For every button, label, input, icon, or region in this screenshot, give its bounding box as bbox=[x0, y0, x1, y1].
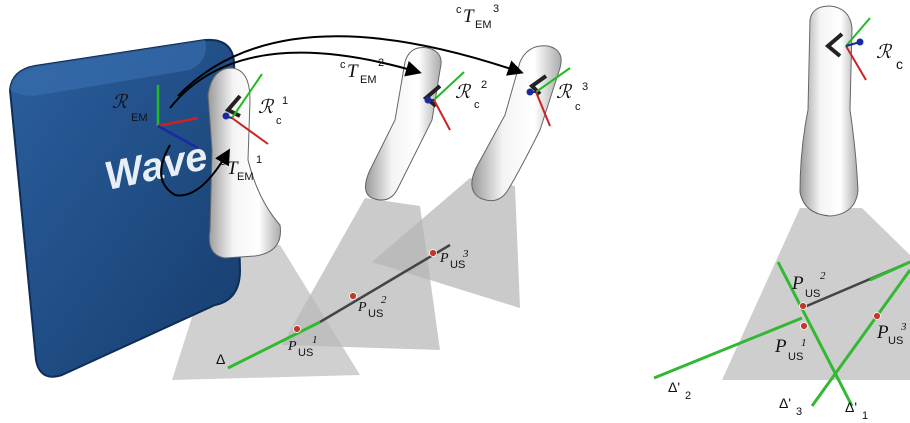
transform-label-3: c T EM 3 bbox=[456, 3, 499, 31]
svg-text:ℛ: ℛ bbox=[876, 41, 893, 63]
transform-arrow-2 bbox=[169, 51, 422, 109]
svg-text:P: P bbox=[287, 339, 297, 354]
delta-prime-1-line bbox=[776, 261, 854, 407]
svg-text:EM: EM bbox=[131, 112, 148, 124]
right-probe-marker bbox=[824, 32, 844, 58]
svg-text:ℛ: ℛ bbox=[112, 91, 129, 113]
svg-text:3: 3 bbox=[796, 406, 802, 418]
delta-prime-2-line bbox=[653, 316, 803, 380]
svg-text:US: US bbox=[888, 335, 903, 347]
svg-text:c: c bbox=[474, 99, 480, 111]
us-point-2: P US 2 bbox=[349, 292, 387, 320]
svg-text:P: P bbox=[791, 273, 804, 294]
svg-text:3: 3 bbox=[493, 3, 499, 15]
probe-3 bbox=[471, 45, 562, 202]
svg-text:2: 2 bbox=[378, 57, 384, 69]
svg-text:EM: EM bbox=[360, 74, 377, 86]
delta-prime-1-label: Δ' 1 bbox=[845, 399, 868, 422]
svg-text:US: US bbox=[788, 351, 803, 363]
right-point-2: P US 2 bbox=[791, 270, 826, 310]
delta-prime-3-line bbox=[810, 269, 910, 407]
svg-text:1: 1 bbox=[312, 334, 318, 346]
us-point-1: P US 1 bbox=[287, 325, 318, 359]
svg-text:P: P bbox=[876, 322, 889, 343]
em-emitter-box: Wave bbox=[8, 38, 242, 378]
right-panel: ℛ c P US 2 P US 1 P US 3 bbox=[653, 5, 910, 422]
right-frame-label: ℛ c bbox=[876, 41, 903, 72]
svg-text:Δ': Δ' bbox=[668, 379, 680, 395]
svg-text:c: c bbox=[276, 115, 282, 127]
svg-text:2: 2 bbox=[685, 390, 691, 402]
transform-arrow-1 bbox=[160, 144, 231, 197]
svg-text:ℛ: ℛ bbox=[455, 81, 472, 103]
right-lines bbox=[653, 260, 910, 407]
svg-text:c: c bbox=[220, 156, 226, 168]
probe-3-frame-label: ℛ c 3 bbox=[556, 81, 588, 113]
svg-text:P: P bbox=[439, 251, 449, 266]
svg-text:c: c bbox=[340, 59, 346, 71]
svg-text:Δ': Δ' bbox=[845, 399, 857, 415]
svg-text:2: 2 bbox=[481, 79, 487, 91]
delta-line bbox=[227, 243, 451, 370]
svg-text:P: P bbox=[774, 336, 787, 357]
probe-1-axes bbox=[222, 73, 269, 145]
transform-label-2: c T EM 2 bbox=[340, 57, 384, 86]
svg-text:3: 3 bbox=[900, 321, 907, 333]
svg-text:US: US bbox=[450, 259, 465, 271]
svg-text:US: US bbox=[805, 288, 820, 300]
svg-text:3: 3 bbox=[462, 248, 469, 260]
svg-text:2: 2 bbox=[381, 294, 387, 306]
delta-label: Δ bbox=[216, 351, 225, 367]
probe-3-axes bbox=[526, 67, 571, 127]
probe-2-axes bbox=[424, 71, 465, 131]
beam-fan-2 bbox=[282, 198, 440, 350]
left-panel: Wave ℛ EM ℛ c 1 bbox=[8, 3, 588, 380]
svg-text:c: c bbox=[456, 4, 462, 16]
em-frame-label: ℛ EM bbox=[112, 91, 148, 124]
svg-text:T: T bbox=[347, 61, 359, 82]
svg-text:P: P bbox=[357, 300, 367, 315]
delta-prime-2-label: Δ' 2 bbox=[668, 379, 691, 402]
svg-text:EM: EM bbox=[237, 171, 254, 183]
delta-prime-2-green-tail bbox=[869, 260, 910, 282]
svg-text:c: c bbox=[896, 56, 903, 72]
svg-text:ℛ: ℛ bbox=[556, 81, 573, 103]
svg-text:T: T bbox=[463, 6, 475, 27]
us-point-3: P US 3 bbox=[429, 248, 469, 271]
probe-1-frame-label: ℛ c 1 bbox=[258, 95, 288, 127]
right-point-3: P US 3 bbox=[873, 312, 907, 347]
em-frame-axes bbox=[156, 85, 199, 150]
svg-text:1: 1 bbox=[256, 154, 262, 166]
transform-label-1: c T EM 1 bbox=[220, 154, 262, 183]
right-probe bbox=[799, 5, 859, 217]
svg-text:1: 1 bbox=[862, 410, 868, 422]
svg-text:EM: EM bbox=[475, 19, 492, 31]
transform-arrow-3 bbox=[177, 35, 524, 97]
svg-text:c: c bbox=[575, 101, 581, 113]
svg-text:1: 1 bbox=[801, 337, 807, 349]
probe-2-frame-label: ℛ c 2 bbox=[455, 79, 487, 111]
svg-text:US: US bbox=[298, 347, 313, 359]
svg-text:Δ': Δ' bbox=[779, 395, 791, 411]
probe-1-marker bbox=[224, 94, 242, 118]
svg-text:3: 3 bbox=[582, 81, 588, 93]
svg-text:T: T bbox=[227, 158, 239, 179]
svg-text:2: 2 bbox=[820, 270, 826, 282]
transform-arrows bbox=[160, 35, 524, 197]
svg-text:US: US bbox=[368, 308, 383, 320]
probe-2 bbox=[365, 47, 442, 201]
svg-text:ℛ: ℛ bbox=[258, 96, 275, 118]
beam-fan-3 bbox=[372, 178, 520, 308]
right-point-1: P US 1 bbox=[774, 322, 808, 363]
svg-text:1: 1 bbox=[282, 95, 288, 107]
right-probe-axes bbox=[845, 17, 871, 81]
delta-prime-3-label: Δ' 3 bbox=[779, 395, 802, 418]
